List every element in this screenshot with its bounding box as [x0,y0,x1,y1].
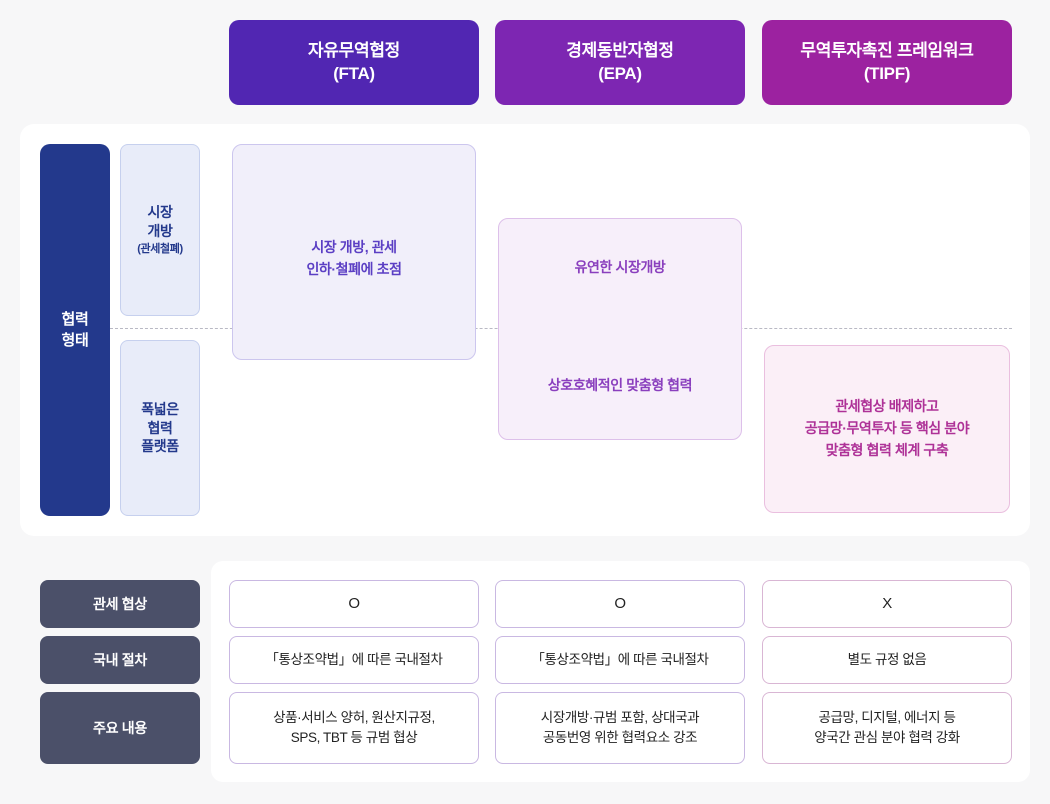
comparison-cell-content-fta: 상품·서비스 양허, 원산지규정, SPS, TBT 등 규범 협상 [229,692,479,764]
column-header-fta: 자유무역협정 (FTA) [229,20,479,105]
comparison-cell-content-fta-line1: 상품·서비스 양허, 원산지규정, [273,709,435,725]
comparison-cell-content-epa: 시장개방·규범 포함, 상대국과 공동번영 위한 협력요소 강조 [495,692,745,764]
matrix-cell-fta: 시장 개방, 관세 인하·철폐에 초점 [232,144,476,360]
matrix-cell-tipf-line1: 관세협상 배제하고 [835,398,939,415]
matrix-cell-fta-line1: 시장 개방, 관세 [311,239,397,255]
comparison-row-label-tariff-negotiation: 관세 협상 [40,580,200,628]
comparison-cell-content-tipf-line1: 공급망, 디지털, 에너지 등 [818,709,956,725]
column-header-epa-abbr: (EPA) [598,63,642,83]
column-header-fta-title: 자유무역협정 [307,40,401,60]
matrix-row-label-market-opening: 시장 개방 (관세철폐) [120,144,200,316]
matrix-group-label-line1: 협력 [61,311,89,328]
matrix-row-label-market-opening-line1: 시장 [147,203,173,220]
comparison-cell-content-tipf-line2: 양국간 관심 분야 협력 강화 [814,730,960,745]
column-header-epa-title: 경제동반자협정 [566,40,674,60]
comparison-cell-content-tipf: 공급망, 디지털, 에너지 등 양국간 관심 분야 협력 강화 [762,692,1012,764]
column-header-tipf: 무역투자촉진 프레임워크 (TIPF) [762,20,1012,105]
matrix-row-label-cooperation-platform-line1: 폭넓은 [141,400,179,417]
comparison-cell-tariff-tipf: X [762,580,1012,628]
matrix-cell-epa-cooperation: 상호호혜적인 맞춤형 협력 [547,377,693,394]
comparison-row-label-main-content: 주요 내용 [40,692,200,764]
comparison-row-label-domestic-procedure: 국내 절차 [40,636,200,684]
comparison-cell-content-epa-line1: 시장개방·규범 포함, 상대국과 [540,709,700,725]
matrix-cell-tipf-line2: 공급망·무역투자 등 핵심 분야 [804,420,970,437]
comparison-cell-procedure-tipf: 별도 규정 없음 [762,636,1012,684]
matrix-group-label: 협력 형태 [40,144,110,516]
column-header-fta-abbr: (FTA) [333,63,375,83]
matrix-cell-tipf-line3: 맞춤형 협력 체계 구축 [825,441,949,458]
column-header-tipf-title: 무역투자촉진 프레임워크 [800,40,974,60]
column-header-tipf-abbr: (TIPF) [863,63,911,83]
matrix-cell-tipf: 관세협상 배제하고 공급망·무역투자 등 핵심 분야 맞춤형 협력 체계 구축 [764,345,1010,513]
comparison-cell-content-epa-line2: 공동번영 위한 협력요소 강조 [542,730,698,745]
matrix-row-label-cooperation-platform: 폭넓은 협력 플랫폼 [120,340,200,516]
matrix-row-label-market-opening-line2: 개방 [147,222,173,239]
matrix-row-label-cooperation-platform-line3: 플랫폼 [141,438,179,455]
matrix-cell-fta-line2: 인하·철폐에 초점 [306,260,402,277]
comparison-cell-tariff-fta: O [229,580,479,628]
comparison-cell-content-fta-line2: SPS, TBT 등 규범 협상 [290,730,418,745]
matrix-row-label-market-opening-sub: (관세철폐) [137,243,183,256]
comparison-cell-tariff-epa: O [495,580,745,628]
comparison-cell-procedure-epa: 「통상조약법」에 따른 국내절차 [495,636,745,684]
matrix-group-label-line2: 형태 [61,332,89,349]
matrix-row-label-cooperation-platform-line2: 협력 [147,419,173,436]
comparison-cell-procedure-fta: 「통상조약법」에 따른 국내절차 [229,636,479,684]
column-header-epa: 경제동반자협정 (EPA) [495,20,745,105]
matrix-cell-epa: 유연한 시장개방 상호호혜적인 맞춤형 협력 [498,218,742,440]
matrix-cell-epa-market-opening: 유연한 시장개방 [574,259,666,275]
